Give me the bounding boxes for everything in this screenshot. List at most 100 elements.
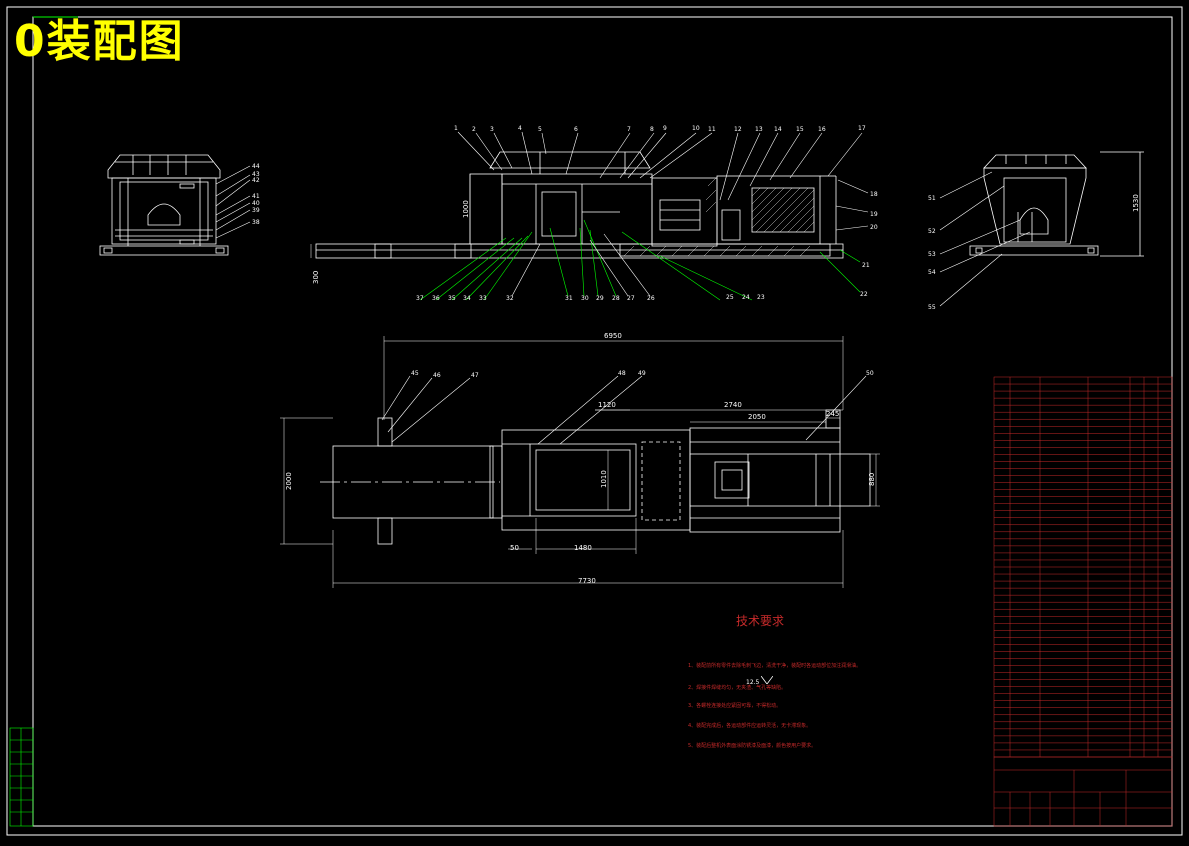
- label-2: 2: [472, 126, 476, 133]
- label-6: 6: [574, 126, 578, 133]
- label-46: 46: [433, 372, 441, 379]
- right-view-labels: 51 52 53 54 55 1530: [928, 194, 1140, 311]
- top-view-labels: 45 46 47 48 49 50: [411, 370, 874, 379]
- dim-7730: 7730: [578, 577, 596, 585]
- dim-2740: 2740: [724, 401, 742, 409]
- label-51: 51: [928, 195, 936, 202]
- roughness-value: 12.5: [746, 679, 760, 686]
- label-8: 8: [650, 126, 654, 133]
- label-3: 3: [490, 126, 494, 133]
- label-21: 21: [862, 262, 870, 269]
- label-34: 34: [463, 295, 471, 302]
- dim-base-300: 300: [312, 271, 320, 284]
- label-40: 40: [252, 200, 260, 207]
- front-view-top-labels: 1 2 3 4 5 6 7 8 9 10 11 12 13 14 15 16 1…: [454, 125, 878, 231]
- label-32: 32: [506, 295, 514, 302]
- label-49: 49: [638, 370, 646, 377]
- dim-2000: 2000: [285, 472, 293, 490]
- label-16: 16: [818, 126, 826, 133]
- label-15: 15: [796, 126, 804, 133]
- label-12: 12: [734, 126, 742, 133]
- dim-6950: 6950: [604, 332, 622, 340]
- roughness-triangle-icon: [760, 675, 774, 685]
- top-view-dimensions: [280, 336, 880, 588]
- label-24: 24: [742, 294, 750, 301]
- front-view-bottom-labels: 37 36 35 34 33 32 31 30 29 28 27 26 25 2…: [416, 262, 870, 302]
- label-17: 17: [858, 125, 866, 132]
- left-view-leaders: [215, 165, 251, 239]
- label-26: 26: [647, 295, 655, 302]
- label-23: 23: [757, 294, 765, 301]
- top-view-dim-texts: 6950 2740 2050 245 1120 2000 1010 880 50…: [285, 332, 876, 585]
- label-10: 10: [692, 125, 700, 132]
- right-end-view: [969, 151, 1144, 257]
- sheet-outer-border: [6, 6, 1183, 836]
- label-7: 7: [627, 126, 631, 133]
- tech-requirement-item: 4、装配完成后，各运动部件应运转灵活，无卡滞现象。: [688, 723, 812, 729]
- label-36: 36: [432, 295, 440, 302]
- label-31: 31: [565, 295, 573, 302]
- right-view-leaders: [939, 171, 1031, 307]
- drawing-title: 0装配图: [14, 16, 185, 67]
- label-52: 52: [928, 228, 936, 235]
- dim-880: 880: [868, 473, 876, 486]
- label-43: 43: [252, 171, 260, 178]
- dim-1480: 1480: [574, 544, 592, 552]
- label-19: 19: [870, 211, 878, 218]
- surface-roughness-symbol: 12.5: [746, 675, 774, 686]
- label-35: 35: [448, 295, 456, 302]
- title-block: [993, 756, 1173, 827]
- label-55: 55: [928, 304, 936, 311]
- label-44: 44: [252, 163, 260, 170]
- dim-245: 245: [826, 410, 839, 418]
- dim-1530: 1530: [1132, 194, 1140, 212]
- label-33: 33: [479, 295, 487, 302]
- label-41: 41: [252, 193, 260, 200]
- front-view-top-leaders: [457, 131, 869, 231]
- front-view-dimensions: [310, 174, 471, 258]
- label-48: 48: [618, 370, 626, 377]
- dim-height-1000: 1000: [462, 200, 470, 218]
- front-view-hatching: [623, 177, 815, 257]
- front-view: [315, 151, 844, 259]
- label-20: 20: [870, 224, 878, 231]
- top-view-leaders: [381, 375, 867, 445]
- left-end-view: [99, 154, 229, 256]
- front-dim-texts: 1000 300: [312, 200, 470, 284]
- dim-50: 50: [510, 544, 519, 552]
- top-view: [320, 409, 871, 545]
- label-53: 53: [928, 251, 936, 258]
- label-42: 42: [252, 177, 260, 184]
- label-45: 45: [411, 370, 419, 377]
- label-1: 1: [454, 125, 458, 132]
- label-27: 27: [627, 295, 635, 302]
- label-14: 14: [774, 126, 782, 133]
- label-22: 22: [860, 291, 868, 298]
- parts-list-table: [993, 376, 1173, 758]
- label-5: 5: [538, 126, 542, 133]
- label-47: 47: [471, 372, 479, 379]
- label-39: 39: [252, 207, 260, 214]
- sheet-inner-border: [32, 16, 1173, 827]
- tech-requirements-title: 技术要求: [736, 614, 785, 628]
- label-54: 54: [928, 269, 936, 276]
- label-30: 30: [581, 295, 589, 302]
- label-13: 13: [755, 126, 763, 133]
- label-18: 18: [870, 191, 878, 198]
- label-38: 38: [252, 219, 260, 226]
- front-view-bottom-leaders: [419, 219, 861, 301]
- label-28: 28: [612, 295, 620, 302]
- front-view-bottom-leaders-white: [511, 233, 651, 297]
- tech-requirement-item: 1、装配前所有零件去除毛刺飞边，清洗干净，装配时各运动部位加注润滑油。: [688, 663, 862, 669]
- tech-requirement-item: 2、焊接件焊缝均匀，无夹渣、气孔等缺陷。: [688, 685, 787, 691]
- label-29: 29: [596, 295, 604, 302]
- binding-strip: [9, 727, 34, 827]
- tech-requirement-item: 5、装配后整机外表面涂防锈漆及面漆，颜色按用户要求。: [688, 743, 817, 749]
- label-25: 25: [726, 294, 734, 301]
- dim-2050: 2050: [748, 413, 766, 421]
- label-9: 9: [663, 125, 667, 132]
- label-11: 11: [708, 126, 716, 133]
- tech-requirement-item: 3、各螺栓连接处应紧固可靠，不得松动。: [688, 703, 782, 709]
- left-view-labels: 44 43 42 41 40 39 38: [252, 163, 260, 226]
